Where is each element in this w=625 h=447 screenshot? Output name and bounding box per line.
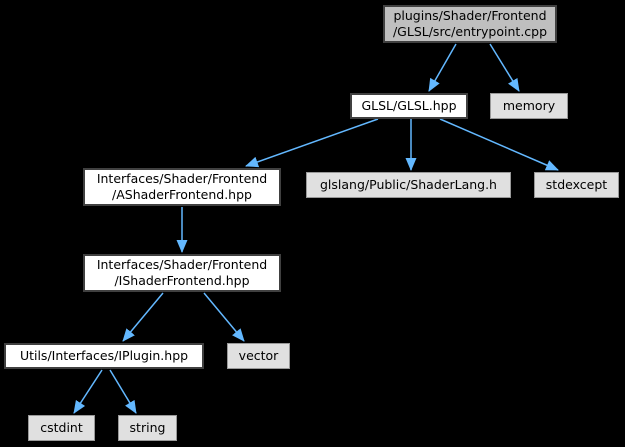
edge-entrypoint-to-memory — [489, 43, 520, 92]
edge-ishaderfrontend-to-iplugin — [122, 292, 164, 342]
edge-glsl-hpp-to-ashaderfrontend — [245, 118, 379, 168]
node-shaderlang-h: glslang/Public/ShaderLang.h — [306, 172, 511, 198]
node-ashaderfrontend-hpp[interactable]: Interfaces/Shader/Frontend /AShaderFront… — [83, 168, 281, 206]
edge-iplugin-to-cstdint — [73, 369, 103, 414]
node-vector: vector — [227, 343, 290, 369]
node-stdexcept: stdexcept — [534, 172, 619, 198]
edge-ishaderfrontend-to-vector — [203, 292, 245, 342]
edge-glsl-hpp-to-stdexcept — [439, 118, 559, 171]
node-glsl-hpp[interactable]: GLSL/GLSL.hpp — [350, 93, 468, 119]
node-iplugin-hpp[interactable]: Utils/Interfaces/IPlugin.hpp — [4, 343, 204, 369]
node-entrypoint-cpp: plugins/Shader/Frontend /GLSL/src/entryp… — [383, 5, 557, 43]
node-memory: memory — [490, 93, 568, 119]
edge-entrypoint-to-glsl-hpp — [428, 43, 457, 92]
node-ishaderfrontend-hpp[interactable]: Interfaces/Shader/Frontend /IShaderFront… — [83, 254, 281, 292]
node-cstdint: cstdint — [28, 415, 95, 441]
node-string: string — [118, 415, 177, 441]
edge-iplugin-to-string — [109, 369, 137, 414]
